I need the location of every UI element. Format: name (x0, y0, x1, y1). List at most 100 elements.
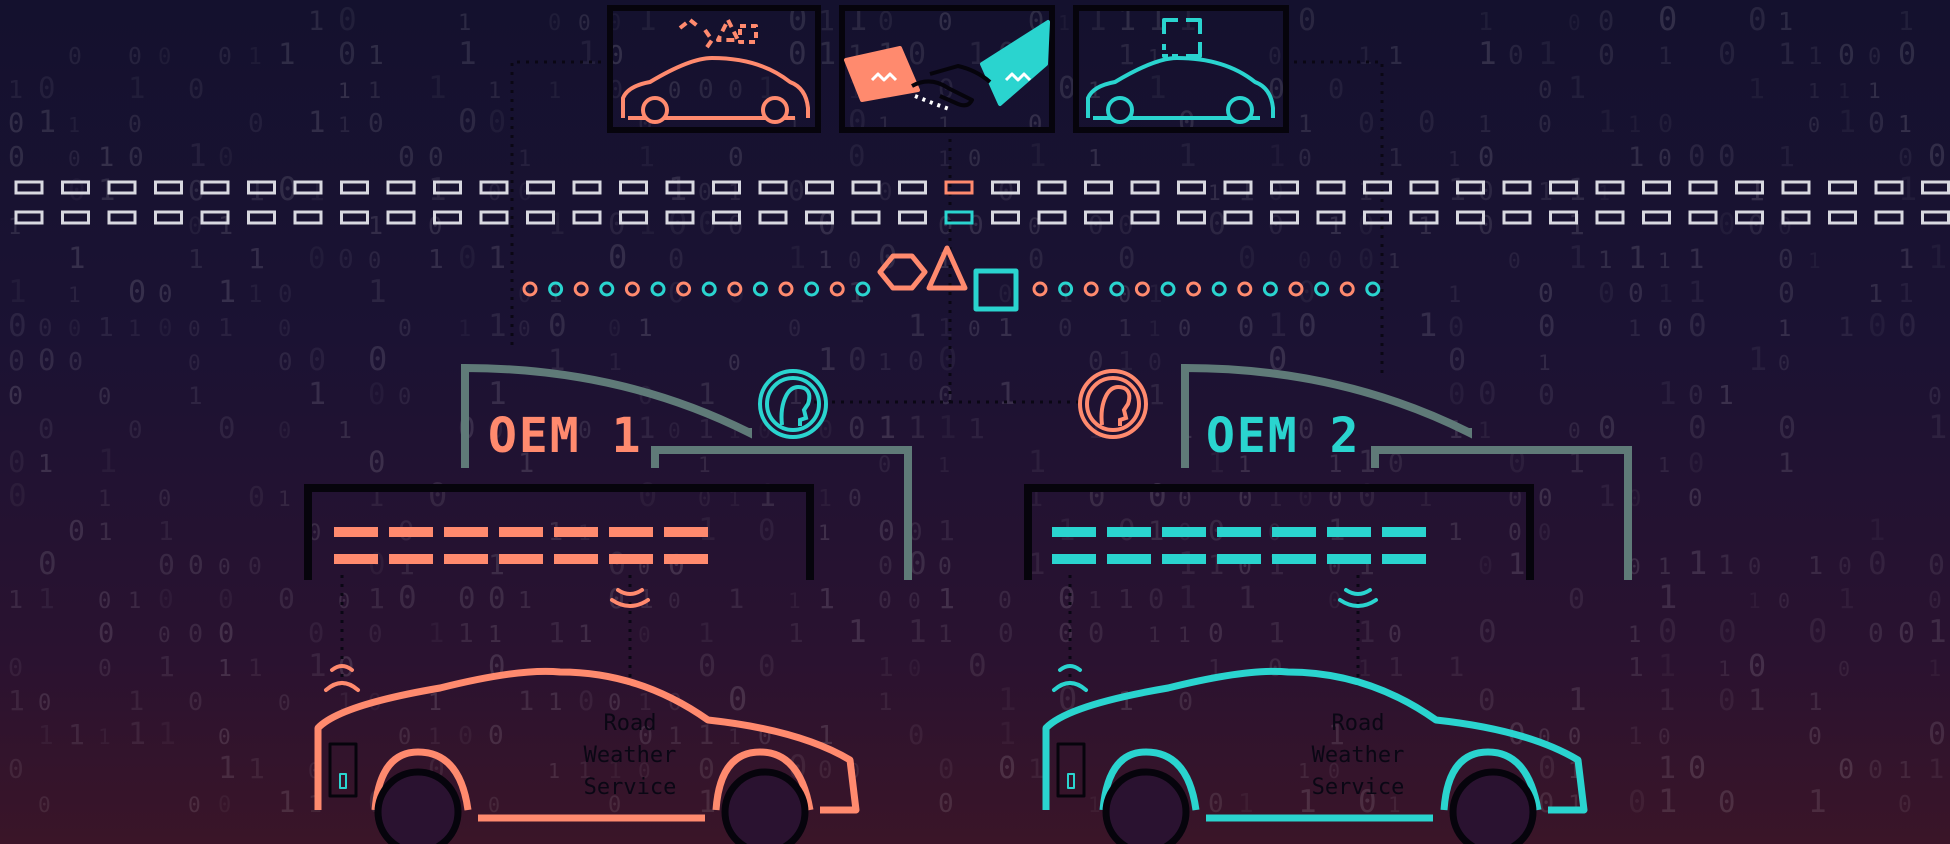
binary-digit: 1 (248, 242, 265, 275)
binary-digit: 1 (1868, 79, 1881, 103)
data-dot (652, 283, 664, 295)
binary-digit: 0 (1688, 751, 1706, 786)
binary-digit: 0 (278, 691, 291, 715)
binary-digit: 0 (698, 649, 716, 684)
binary-digit: 0 (38, 691, 51, 716)
binary-digit: 1 (1418, 306, 1437, 344)
binary-digit: 0 (698, 752, 715, 785)
binary-digit: 0 (1868, 755, 1883, 784)
data-bar (389, 554, 433, 564)
binary-digit: 1 (1598, 479, 1615, 513)
binary-digit: 0 (158, 487, 171, 512)
binary-digit: 1 (488, 548, 505, 581)
stream-block (1086, 182, 1112, 193)
binary-digit: 1 (1388, 143, 1403, 172)
binary-digit: 1 (458, 317, 471, 342)
data-bar (609, 527, 653, 537)
binary-digit: 1 (1928, 408, 1947, 446)
binary-digit: 1 (1778, 317, 1791, 342)
binary-digit: 0 (128, 143, 144, 173)
binary-digit: 1 (878, 113, 891, 137)
binary-digit: 0 (1358, 106, 1375, 139)
binary-digit: 1 (1088, 588, 1102, 614)
stream-block (1644, 212, 1670, 223)
binary-digit: 0 (428, 476, 447, 514)
binary-digit: 0 (1538, 378, 1555, 411)
binary-digit: 1 (368, 79, 381, 104)
binary-digit: 1 (1658, 42, 1672, 70)
binary-digit: 0 (1898, 37, 1916, 72)
binary-digit: 1 (1688, 275, 1705, 309)
binary-digit: 1 (1658, 453, 1670, 477)
binary-digit: 0 (758, 649, 775, 683)
binary-digit: 0 (1028, 244, 1044, 275)
binary-digit: 1 (1358, 42, 1372, 70)
binary-digit: 0 (848, 104, 867, 140)
binary-digit: 1 (1148, 623, 1161, 647)
binary-digit: 1 (98, 487, 111, 512)
binary-digit: 0 (1898, 616, 1915, 649)
binary-digit: 1 (68, 113, 80, 137)
binary-digit: 0 (1058, 314, 1072, 342)
binary-digit: 1 (1028, 445, 1046, 480)
binary-digit: 1 (38, 449, 53, 478)
binary-digit: 0 (1598, 38, 1615, 71)
binary-digit: 1 (1598, 105, 1616, 140)
binary-digit: 1 (278, 37, 295, 71)
binary-digit: 0 (1538, 279, 1554, 309)
binary-digit: 1 (1778, 37, 1795, 71)
binary-digit: 1 (1268, 139, 1285, 173)
binary-digit: 0 (1808, 612, 1827, 650)
binary-digit: 0 (458, 102, 477, 140)
binary-digit: 0 (368, 445, 385, 479)
binary-digit: 1 (1718, 381, 1734, 411)
binary-digit: 1 (1448, 147, 1460, 171)
binary-digit: 1 (1568, 240, 1587, 276)
binary-digit: 0 (1838, 657, 1850, 681)
binary-digit: 0 (458, 721, 473, 750)
binary-digit: 0 (158, 548, 175, 581)
binary-digit: 1 (38, 721, 54, 751)
binary-digit: 0 (968, 211, 984, 241)
binary-background: 1001100000101001000101010010011000111101… (8, 0, 1950, 820)
binary-digit: 1 (98, 725, 111, 749)
binary-digit: 0 (188, 551, 204, 581)
binary-digit: 0 (338, 2, 357, 38)
binary-digit: 1 (218, 211, 233, 240)
stream-block (1923, 182, 1949, 193)
binary-digit: 0 (968, 317, 981, 341)
binary-digit: 1 (1808, 79, 1820, 103)
binary-digit: 1 (68, 718, 85, 751)
binary-digit: 1 (1658, 683, 1675, 717)
binary-digit: 0 (308, 343, 326, 378)
binary-digit: 1 (1118, 38, 1135, 71)
stream-block (1225, 212, 1251, 223)
binary-digit: 0 (998, 588, 1012, 614)
data-dot (754, 283, 766, 295)
binary-digit: 0 (1868, 546, 1887, 582)
data-bar (1107, 527, 1151, 537)
binary-digit: 0 (1478, 614, 1497, 650)
binary-digit: 1 (368, 582, 385, 615)
binary-digit: 1 (1058, 11, 1070, 35)
stream-block (946, 182, 972, 193)
binary-digit: 0 (188, 793, 201, 817)
binary-digit: 1 (1568, 682, 1587, 718)
stream-block (1504, 182, 1530, 193)
binary-digit: 1 (338, 113, 351, 137)
binary-digit: 0 (848, 342, 867, 378)
binary-digit: 0 (608, 582, 625, 615)
binary-digit: 0 (98, 385, 111, 410)
stream-block (621, 182, 647, 193)
binary-digit: 0 (1028, 110, 1042, 138)
stream-block (156, 212, 182, 223)
binary-digit: 0 (368, 377, 385, 411)
binary-digit: 0 (668, 548, 685, 581)
stream-block (1179, 212, 1205, 223)
binary-digit: 1 (818, 582, 835, 615)
stream-block (1504, 212, 1530, 223)
binary-digit: 1 (1808, 42, 1822, 70)
stream-block (1318, 182, 1344, 193)
binary-digit: 1 (1478, 419, 1491, 444)
binary-digit: 0 (1148, 350, 1162, 376)
